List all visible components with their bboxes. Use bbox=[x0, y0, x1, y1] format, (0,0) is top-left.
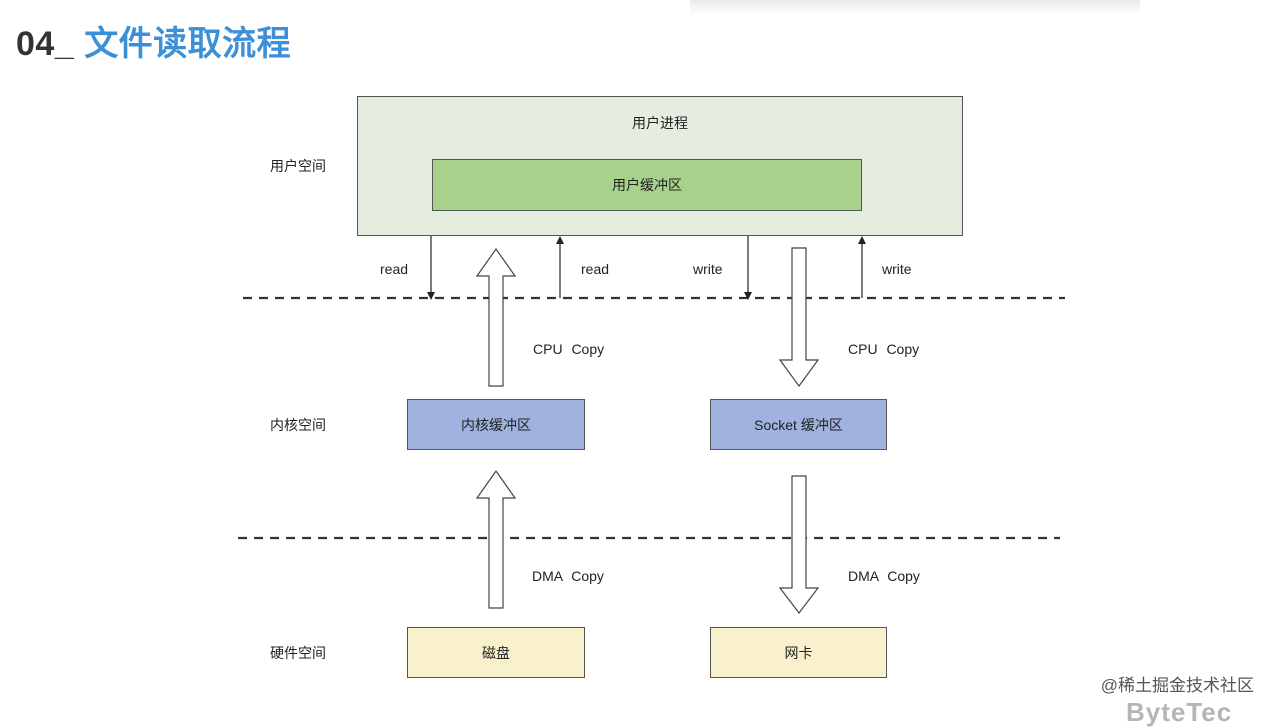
cpu-copy-label-left: CPU Copy bbox=[533, 341, 605, 357]
kernel-buffer-box: 内核缓冲区 bbox=[407, 399, 585, 450]
disk-box: 磁盘 bbox=[407, 627, 585, 678]
dma-copy-up-arrow bbox=[475, 469, 517, 609]
layer-label-kernel: 内核空间 bbox=[270, 417, 326, 433]
socket-buffer-box: Socket 缓冲区 bbox=[710, 399, 887, 450]
cpu-copy-label-right: CPU Copy bbox=[848, 341, 920, 357]
user-buffer-label: 用户缓冲区 bbox=[612, 177, 682, 193]
title-text: 文件读取流程 bbox=[84, 25, 292, 63]
brand-logo: ByteTec bbox=[1126, 697, 1233, 727]
dma-copy-label-right: DMA Copy bbox=[848, 568, 920, 584]
dma-copy-label-left: DMA Copy bbox=[532, 568, 604, 584]
title-number: 04_ bbox=[16, 25, 75, 63]
nic-label: 网卡 bbox=[784, 644, 813, 661]
cpu-copy-up-arrow bbox=[475, 247, 517, 387]
kernel-buffer-label: 内核缓冲区 bbox=[461, 416, 531, 433]
read-label-2: read bbox=[581, 261, 610, 277]
user-buffer-box: 用户缓冲区 bbox=[432, 159, 862, 211]
user-process-label: 用户进程 bbox=[632, 115, 688, 131]
disk-label: 磁盘 bbox=[482, 644, 510, 661]
write-label-2: write bbox=[882, 261, 912, 277]
layer-label-user: 用户空间 bbox=[270, 158, 326, 174]
watermark-text: @稀土掘金技术社区 bbox=[1100, 676, 1254, 695]
layer-label-hardware: 硬件空间 bbox=[270, 645, 326, 661]
read-label-1: read bbox=[380, 261, 409, 277]
cpu-copy-down-arrow bbox=[778, 247, 820, 388]
top-fade-bar bbox=[690, 0, 1140, 14]
dma-copy-down-arrow bbox=[778, 475, 820, 614]
write-label-1: write bbox=[693, 261, 723, 277]
socket-buffer-label: Socket 缓冲区 bbox=[754, 416, 843, 433]
nic-box: 网卡 bbox=[710, 627, 887, 678]
slide-title: 04_ 文件读取流程 bbox=[16, 16, 291, 65]
